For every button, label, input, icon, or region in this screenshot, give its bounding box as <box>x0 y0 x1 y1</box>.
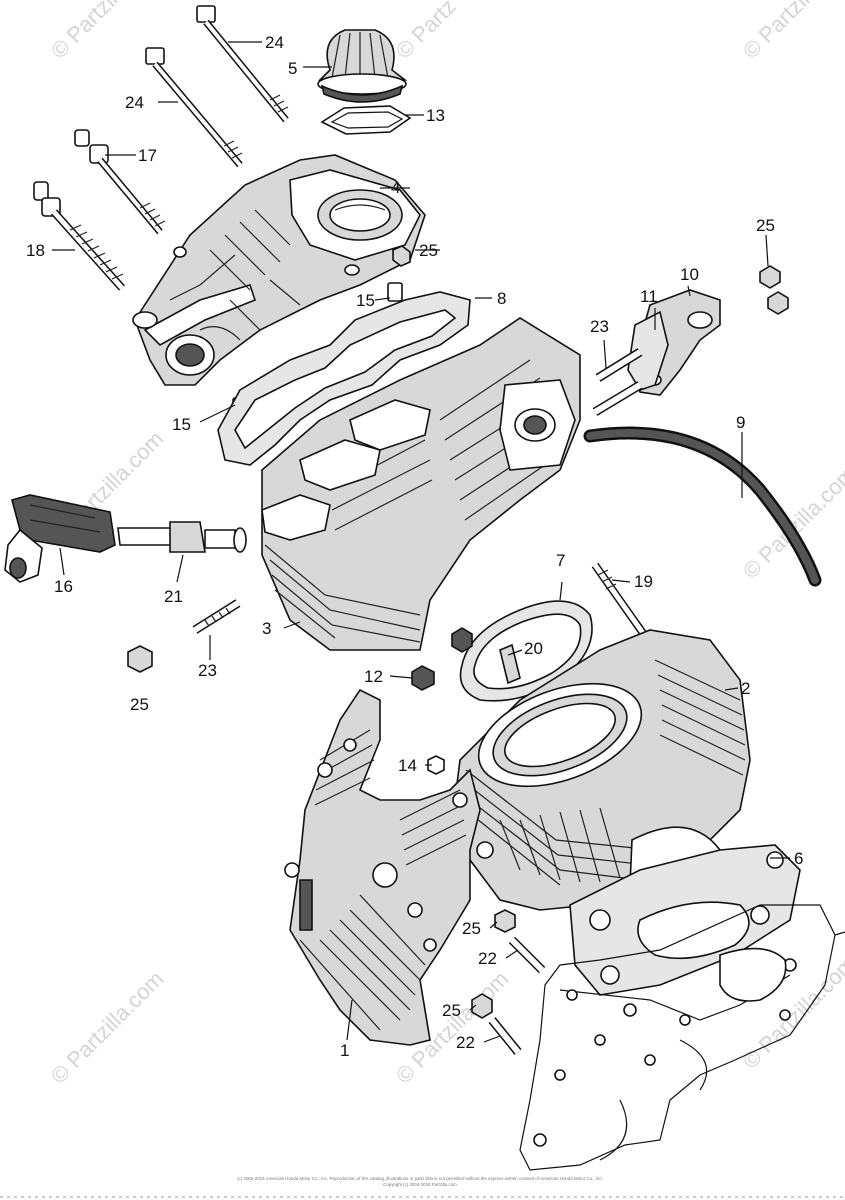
copyright-footer: (c) 2002-2016 American Honda Motor Co., … <box>0 1176 845 1198</box>
callout-label-7: 7 <box>556 551 565 570</box>
stud-bolt-23-lower[interactable] <box>192 599 241 634</box>
callout-label-25: 25 <box>419 241 438 260</box>
cylinder-head-3[interactable] <box>261 317 581 651</box>
copyright-line-2: Copyright (c) 2004-2016 Partzilla.com <box>383 1182 457 1187</box>
stud-bolt-18[interactable] <box>33 181 125 291</box>
spark-plug-cap-16[interactable] <box>4 494 116 583</box>
oil-filler-cap-5[interactable] <box>317 29 408 103</box>
callout-label-3: 3 <box>262 619 271 638</box>
callout-label-4: 4 <box>391 178 400 197</box>
callout-label-5: 5 <box>288 59 297 78</box>
cap-gasket-13[interactable] <box>320 105 412 135</box>
callout-label-1: 1 <box>340 1041 349 1060</box>
head-cover-gasket-8[interactable] <box>217 291 471 466</box>
nut-25-lower-a[interactable] <box>494 909 516 933</box>
callout-label-16: 16 <box>54 577 73 596</box>
dowel-pin-20[interactable] <box>499 643 521 685</box>
callout-label-18: 18 <box>26 241 45 260</box>
callout-label-15: 15 <box>172 415 191 434</box>
copyright-line-1: (c) 2002-2016 American Honda Motor Co., … <box>237 1176 603 1181</box>
watermark: © Partzilla.com <box>738 0 845 64</box>
stud-bolt-22-b[interactable] <box>488 1017 522 1055</box>
callout-labels: 24 24 5 13 17 4 18 25 15 8 15 11 10 23 9… <box>26 33 803 1060</box>
callout-label-20: 20 <box>524 639 543 658</box>
nut-25-left[interactable] <box>127 645 153 673</box>
callout-label-25: 25 <box>442 1001 461 1020</box>
spark-plug-21[interactable] <box>117 521 247 553</box>
nut-14[interactable] <box>427 755 445 775</box>
callout-label-21: 21 <box>164 587 183 606</box>
callout-label-22: 22 <box>456 1033 475 1052</box>
callout-label-2: 2 <box>741 679 750 698</box>
callout-label-14: 14 <box>398 756 417 775</box>
callout-label-25: 25 <box>756 216 775 235</box>
callout-label-17: 17 <box>138 146 157 165</box>
callout-label-6: 6 <box>794 849 803 868</box>
callout-label-11: 11 <box>640 287 658 306</box>
nut-12[interactable] <box>411 627 473 691</box>
bolt-24-upper[interactable] <box>196 5 289 123</box>
callout-label-12: 12 <box>364 667 383 686</box>
callout-label-25: 25 <box>130 695 149 714</box>
leader-lines <box>52 41 790 1043</box>
bolt-24-lower[interactable] <box>145 47 243 168</box>
callout-label-9: 9 <box>736 413 745 432</box>
callout-label-15: 15 <box>356 291 375 310</box>
cylinder-base-gasket-6[interactable] <box>569 844 801 996</box>
cylinder-head-cover-4[interactable] <box>132 154 426 386</box>
callout-label-22: 22 <box>478 949 497 968</box>
cylinder-side-cover-1[interactable] <box>284 688 494 1046</box>
nut-25-right[interactable] <box>759 265 789 315</box>
callout-label-8: 8 <box>497 289 506 308</box>
cylinder-2[interactable] <box>454 629 751 911</box>
callout-label-24: 24 <box>265 33 284 52</box>
stud-bolt-22-a[interactable] <box>508 936 546 974</box>
nut-25-lower-b[interactable] <box>471 993 493 1019</box>
watermark: © Partzilla.com <box>46 966 169 1089</box>
callout-label-23: 23 <box>590 317 609 336</box>
bolt-15-upper[interactable] <box>387 282 403 302</box>
callout-label-10: 10 <box>680 265 699 284</box>
callout-label-19: 19 <box>634 572 653 591</box>
insulator-gasket-11[interactable] <box>627 310 669 391</box>
breather-tube-9[interactable] <box>583 426 822 587</box>
crankcase-outline <box>519 904 845 1171</box>
callout-label-25: 25 <box>462 919 481 938</box>
nut-25-upper[interactable] <box>392 245 411 267</box>
stud-bolt-17[interactable] <box>74 129 166 235</box>
stud-bolt-23-upper[interactable] <box>592 348 643 416</box>
callout-label-23: 23 <box>198 661 217 680</box>
callout-label-13: 13 <box>426 106 445 125</box>
watermark: © Partz <box>391 0 461 64</box>
callout-label-24: 24 <box>125 93 144 112</box>
